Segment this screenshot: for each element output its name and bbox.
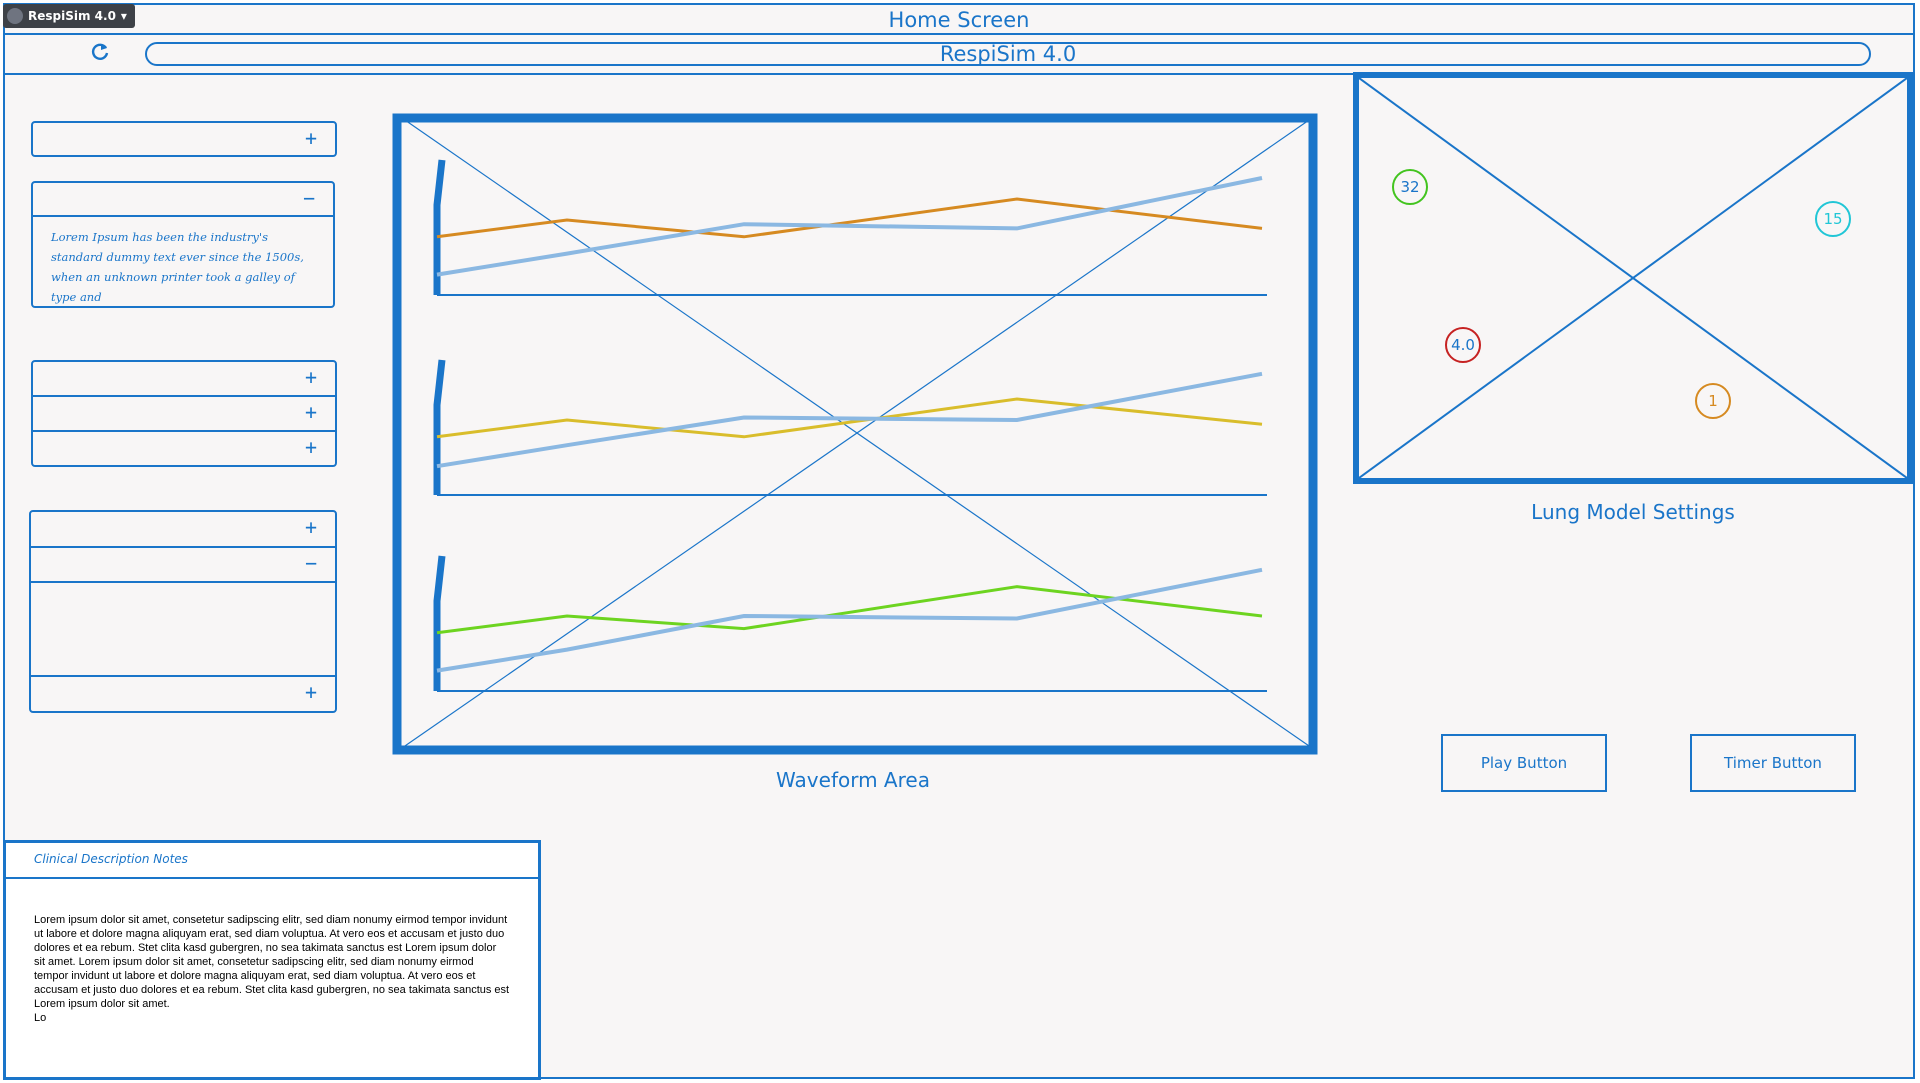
accordion-item[interactable]: + xyxy=(33,397,335,432)
expand-icon[interactable]: + xyxy=(304,400,317,424)
waveform-series-line xyxy=(436,567,1263,673)
expand-icon[interactable]: + xyxy=(304,435,317,459)
collapse-icon[interactable]: − xyxy=(302,186,315,210)
address-bar[interactable]: RespiSim 4.0 xyxy=(145,42,1871,66)
waveform-series-line xyxy=(436,397,1263,439)
timer-button[interactable]: Timer Button xyxy=(1690,734,1856,792)
accordion-expanded[interactable]: − Lorem Ipsum has been the industry's st… xyxy=(31,181,335,308)
lung-value-circle[interactable]: 15 xyxy=(1815,201,1851,237)
lung-value-circle[interactable]: 32 xyxy=(1392,169,1428,205)
accordion-item[interactable]: + xyxy=(31,512,335,548)
refresh-icon[interactable] xyxy=(89,41,111,63)
placeholder-cross-line xyxy=(401,117,1313,749)
accordion-group-3: + − + xyxy=(29,510,337,713)
play-button[interactable]: Play Button xyxy=(1441,734,1607,792)
app-menu-badge[interactable]: RespiSim 4.0 ▾ xyxy=(3,4,135,28)
address-row: RespiSim 4.0 xyxy=(5,35,1913,75)
waveform-caption: Waveform Area xyxy=(776,768,930,792)
accordion-item[interactable]: + xyxy=(33,362,335,397)
accordion-header[interactable]: + xyxy=(33,123,335,156)
lung-placeholder-cross xyxy=(1359,78,1907,478)
collapse-icon[interactable]: − xyxy=(304,551,317,575)
accordion-header[interactable]: − xyxy=(33,183,333,217)
waveform-series-line xyxy=(436,176,1263,277)
app-badge-label: RespiSim 4.0 xyxy=(28,9,116,23)
waveform-series-line xyxy=(436,197,1263,239)
notes-text-tail: Lo xyxy=(34,1012,47,1024)
accordion-item[interactable]: + xyxy=(33,432,335,465)
lung-value-circle[interactable]: 4.0 xyxy=(1445,327,1481,363)
lung-model-area: 32 15 4.0 1 xyxy=(1353,72,1913,484)
waveform-panels xyxy=(433,159,1267,692)
accordion-content xyxy=(31,583,335,677)
accordion-group-2: + + + xyxy=(31,360,337,467)
waveform-series-line xyxy=(436,585,1263,635)
placeholder-cross-line xyxy=(1359,78,1907,478)
waveform-border xyxy=(392,113,1318,755)
accordion-collapsed-1[interactable]: + xyxy=(31,121,337,157)
waveform-area xyxy=(392,110,1318,760)
y-axis xyxy=(433,159,446,295)
lung-model-caption: Lung Model Settings xyxy=(1531,500,1735,524)
lungs-icon xyxy=(7,8,23,24)
y-axis xyxy=(433,555,446,691)
accordion-content-text: Lorem Ipsum has been the industry's stan… xyxy=(51,230,304,304)
expand-icon[interactable]: + xyxy=(304,126,317,150)
clinical-notes-panel: Clinical Description Notes Lorem ipsum d… xyxy=(3,840,541,1080)
accordion-item[interactable]: − xyxy=(31,548,335,583)
lung-value-circle[interactable]: 1 xyxy=(1695,383,1731,419)
y-axis xyxy=(433,359,446,495)
notes-text: Lorem ipsum dolor sit amet, consetetur s… xyxy=(34,914,510,1010)
waveform-chart xyxy=(392,113,1318,755)
waveform-series-line xyxy=(436,371,1263,469)
accordion-item[interactable]: + xyxy=(31,677,335,711)
chevron-down-icon: ▾ xyxy=(120,9,127,23)
window-title: Home Screen xyxy=(5,5,1913,35)
expand-icon[interactable]: + xyxy=(304,680,317,704)
notes-body[interactable]: Lorem ipsum dolor sit amet, consetetur s… xyxy=(6,879,538,1025)
notes-title: Clinical Description Notes xyxy=(6,843,538,879)
expand-icon[interactable]: + xyxy=(304,515,317,539)
expand-icon[interactable]: + xyxy=(304,365,317,389)
